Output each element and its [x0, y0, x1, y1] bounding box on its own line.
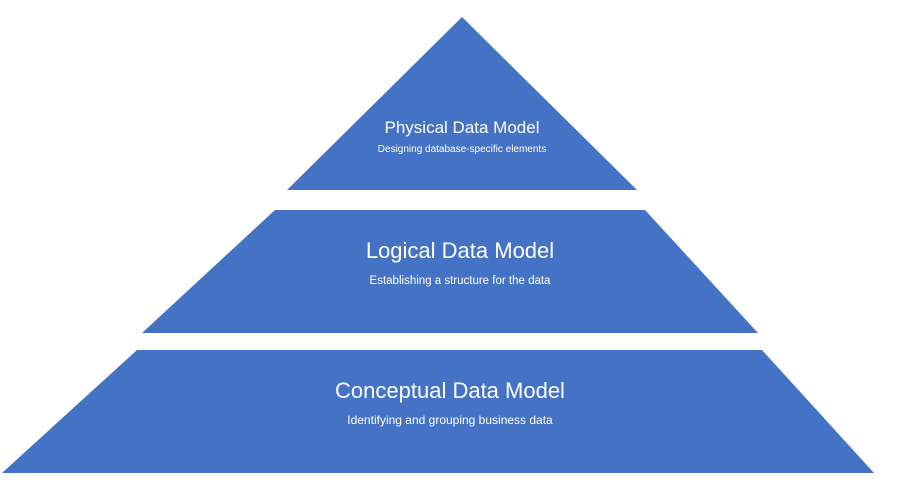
tier-subtitle-physical: Designing database-specific elements [378, 144, 546, 155]
tier-title-logical: Logical Data Model [366, 238, 554, 263]
tier-title-conceptual: Conceptual Data Model [335, 378, 565, 403]
tier-title-physical: Physical Data Model [385, 118, 540, 137]
tier-subtitle-logical: Establishing a structure for the data [370, 275, 552, 287]
pyramid-tier-physical [287, 17, 637, 190]
pyramid-tier-conceptual [2, 350, 874, 473]
pyramid-tier-logical [142, 210, 758, 333]
tier-subtitle-conceptual: Identifying and grouping business data [347, 413, 553, 427]
